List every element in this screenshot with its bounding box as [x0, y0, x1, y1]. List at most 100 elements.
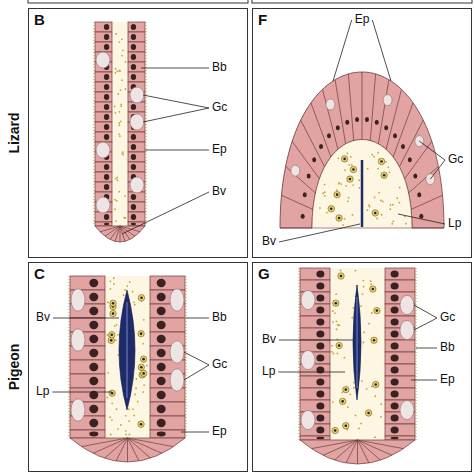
- connective-nucleus: [343, 158, 346, 161]
- connective-cell: [110, 300, 116, 306]
- tip-cell-border: [346, 440, 358, 463]
- fiber-dot: [360, 423, 362, 425]
- fiber-dot: [368, 204, 370, 206]
- epithelial-cell: [128, 32, 145, 42]
- vessel-highlight: [127, 302, 128, 398]
- connective-cell: [109, 332, 115, 338]
- epithelial-cell: [128, 202, 145, 212]
- fiber-dot: [340, 270, 342, 272]
- fiber-dot: [367, 168, 369, 170]
- goblet-cell: [291, 165, 300, 176]
- connective-cell: [339, 398, 345, 404]
- cell-nucleus: [391, 414, 399, 421]
- brush-border: [145, 22, 146, 226]
- fiber-dot: [135, 378, 137, 380]
- cell-nucleus: [391, 342, 399, 349]
- goblet-cell: [170, 289, 184, 311]
- cell-border: [378, 80, 388, 144]
- fiber-dot: [113, 277, 115, 279]
- fiber-dot: [109, 280, 111, 282]
- fiber-dot: [337, 352, 339, 354]
- fiber-dot: [363, 331, 365, 333]
- cell-nucleus: [131, 223, 136, 225]
- fiber-dot: [142, 343, 144, 345]
- leader-line: [398, 214, 445, 224]
- epithelial-cell: [128, 72, 145, 82]
- connective-nucleus: [334, 429, 337, 432]
- fiber-dot: [371, 386, 373, 388]
- part-label: Lp: [262, 365, 275, 378]
- fiber-dot: [334, 312, 336, 314]
- cell-nucleus: [131, 134, 136, 140]
- cell-nucleus: [157, 293, 166, 301]
- connective-nucleus: [338, 344, 341, 347]
- connective-nucleus: [367, 412, 370, 415]
- leader-line: [278, 372, 345, 373]
- cell-nucleus: [104, 124, 109, 130]
- fiber-dot: [124, 289, 126, 291]
- fiber-dot: [380, 403, 382, 405]
- fiber-dot: [370, 283, 372, 285]
- epithelial-cell: [95, 122, 112, 132]
- connective-cell: [109, 390, 115, 396]
- fiber-dot: [117, 93, 119, 95]
- villus-tip: [70, 438, 185, 462]
- fiber-dot: [116, 200, 118, 202]
- connective-cell: [328, 206, 334, 212]
- leader-line: [184, 365, 209, 380]
- fiber-dot: [119, 70, 121, 72]
- connective-cell: [347, 176, 353, 182]
- cell-border: [409, 166, 439, 193]
- goblet-cell: [130, 177, 144, 193]
- brush-border: [415, 268, 416, 440]
- connective-nucleus: [110, 333, 113, 336]
- fiber-dot: [107, 372, 109, 374]
- connective-cell: [333, 300, 339, 306]
- connective-nucleus: [374, 212, 377, 215]
- part-label: Gc: [448, 153, 463, 166]
- tip-cell-border: [115, 226, 120, 241]
- epithelial-cell: [95, 182, 112, 192]
- fiber-dot: [125, 88, 127, 90]
- cell-nucleus: [316, 306, 324, 313]
- cell-nucleus: [316, 294, 324, 301]
- connective-nucleus: [112, 302, 115, 305]
- fiber-dot: [324, 184, 326, 186]
- tip-cell-border: [82, 438, 128, 447]
- fiber-dot: [125, 415, 127, 417]
- connective-cell: [332, 427, 338, 433]
- connective-cell: [338, 273, 344, 279]
- connective-cell: [110, 310, 116, 316]
- fiber-dot: [120, 103, 122, 105]
- fiber-dot: [132, 408, 134, 410]
- connective-cell: [336, 215, 342, 221]
- epithelial-cell: [385, 364, 415, 376]
- epithelial-cell: [385, 340, 415, 352]
- cell-border: [286, 166, 316, 193]
- connective-cell: [371, 337, 377, 343]
- fiber-dot: [120, 121, 122, 123]
- fiber-dot: [371, 312, 373, 314]
- lamina-propria: [112, 22, 128, 230]
- connective-cell: [343, 423, 349, 429]
- blood-vessel: [361, 160, 364, 227]
- fiber-dot: [398, 202, 400, 204]
- goblet-cell: [96, 52, 110, 68]
- epithelial-cell: [300, 280, 330, 292]
- part-label: Ep: [355, 13, 370, 26]
- goblet-cell: [71, 289, 85, 311]
- cell-nucleus: [89, 377, 98, 385]
- connective-cell: [334, 191, 340, 197]
- leader-line: [414, 305, 437, 318]
- cell-nucleus: [316, 270, 324, 277]
- cell-nucleus: [131, 204, 136, 210]
- connective-nucleus: [142, 372, 145, 375]
- cell-nucleus: [157, 377, 166, 385]
- fiber-dot: [146, 365, 148, 367]
- cell-nucleus: [391, 402, 399, 409]
- cell-nucleus: [157, 391, 166, 399]
- fiber-dot: [115, 220, 117, 222]
- part-label: Bv: [212, 185, 226, 198]
- cell-nucleus: [391, 390, 399, 397]
